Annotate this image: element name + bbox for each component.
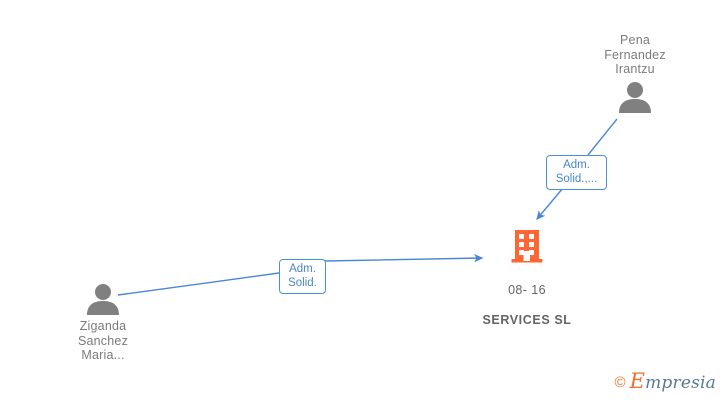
relation-label-pena-to-company[interactable]: Adm. Solid.,... (546, 155, 607, 190)
copyright-icon: © (614, 374, 626, 391)
brand-rest: mpresia (645, 373, 716, 393)
edge-line-pena-top (587, 118, 618, 156)
person-icon (619, 81, 651, 113)
edge-line-ziganda-right (324, 253, 484, 263)
person-name-ziganda-sanchez-maria: Ziganda Sanchez Maria... (77, 319, 129, 362)
company-node[interactable]: 08- 16 SERVICES SL (447, 228, 607, 328)
relation-label-ziganda-to-company[interactable]: Adm. Solid. (279, 259, 326, 294)
person-icon (87, 284, 119, 315)
brand-wordmark: Empresia (630, 371, 716, 393)
building-icon (511, 230, 543, 263)
edge-line-pena-bottom (536, 187, 564, 220)
brand-initial: E (629, 369, 646, 393)
person-name-pena-fernandez-irantzu: Pena Fernandez Irantzu (604, 33, 666, 76)
edge-line-ziganda-left (117, 272, 280, 296)
company-registry-code: 08- 16 (508, 283, 546, 297)
person-node-pena-fernandez-irantzu[interactable]: Pena Fernandez Irantzu (565, 33, 705, 113)
person-node-ziganda-sanchez-maria[interactable]: Ziganda Sanchez Maria... (33, 283, 173, 363)
company-name: SERVICES SL (482, 313, 572, 327)
company-node-label: 08- 16 SERVICES SL (447, 268, 607, 328)
empresia-watermark: © Empresia (614, 371, 716, 393)
